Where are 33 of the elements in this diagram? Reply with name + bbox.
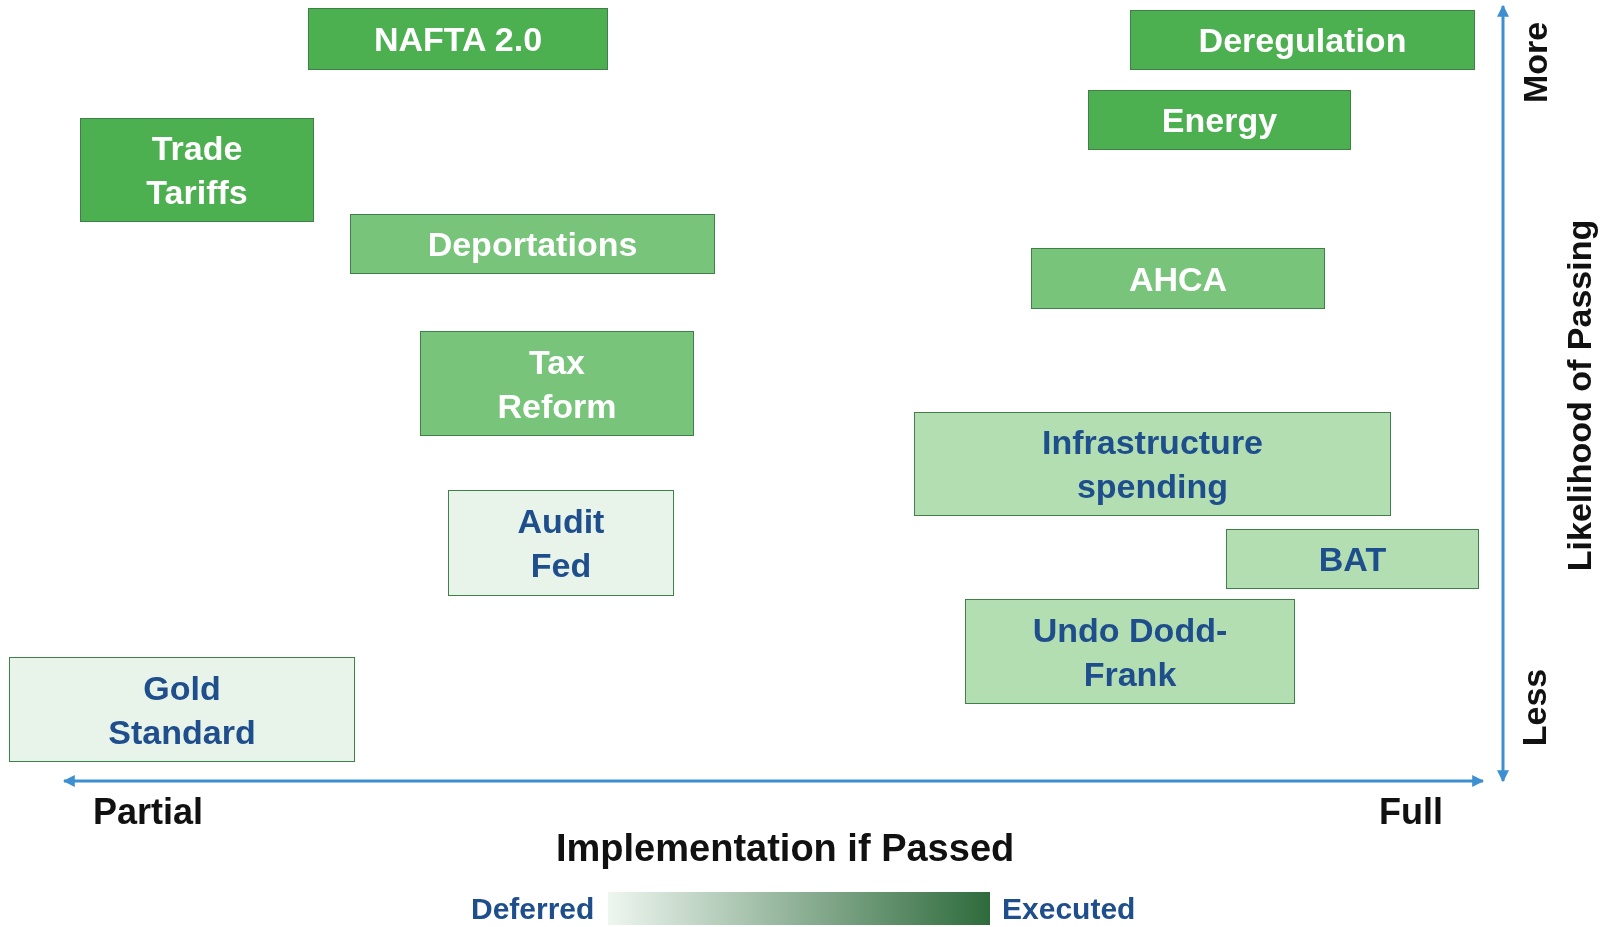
topic-label: Infrastructure spending [1040, 422, 1265, 507]
axis-title: Implementation if Passed [556, 826, 1015, 870]
scale-label: Executed [1002, 891, 1136, 926]
topic-label: Deregulation [1198, 20, 1407, 61]
topic-label: Audit Fed [516, 501, 606, 586]
axis-end-label: More [1515, 21, 1555, 103]
topic-label: BAT [1318, 539, 1387, 580]
topic-label: Undo Dodd-Frank [1031, 609, 1229, 695]
topic-box [914, 412, 1391, 516]
topic-box [420, 331, 694, 436]
axis-end-label: Partial [93, 791, 204, 833]
axis-title: Likelihood of Passing [1559, 219, 1599, 571]
topic-label: Deportations [427, 224, 638, 265]
gradient-scale-bar [608, 892, 990, 925]
topic-label: Tax Reform [496, 341, 618, 427]
topic-box [1130, 10, 1475, 70]
topic-box [350, 214, 715, 274]
topic-label: NAFTA 2.0 [373, 19, 543, 60]
topic-box [448, 490, 674, 596]
topic-label: Trade Tariffs [145, 128, 249, 213]
topic-box [1088, 90, 1351, 150]
topic-label: Gold Standard [107, 667, 257, 753]
topic-box [1226, 529, 1479, 589]
topic-box [308, 8, 608, 70]
axis-end-label: Full [1379, 791, 1443, 833]
topic-box [1031, 248, 1325, 309]
topic-label: AHCA [1128, 258, 1228, 300]
topic-box [965, 599, 1295, 704]
topic-label: Energy [1161, 100, 1278, 141]
scale-label: Deferred [471, 891, 595, 926]
topic-box [80, 118, 314, 222]
axis-end-label: Less [1515, 668, 1555, 746]
topic-box [9, 657, 355, 762]
